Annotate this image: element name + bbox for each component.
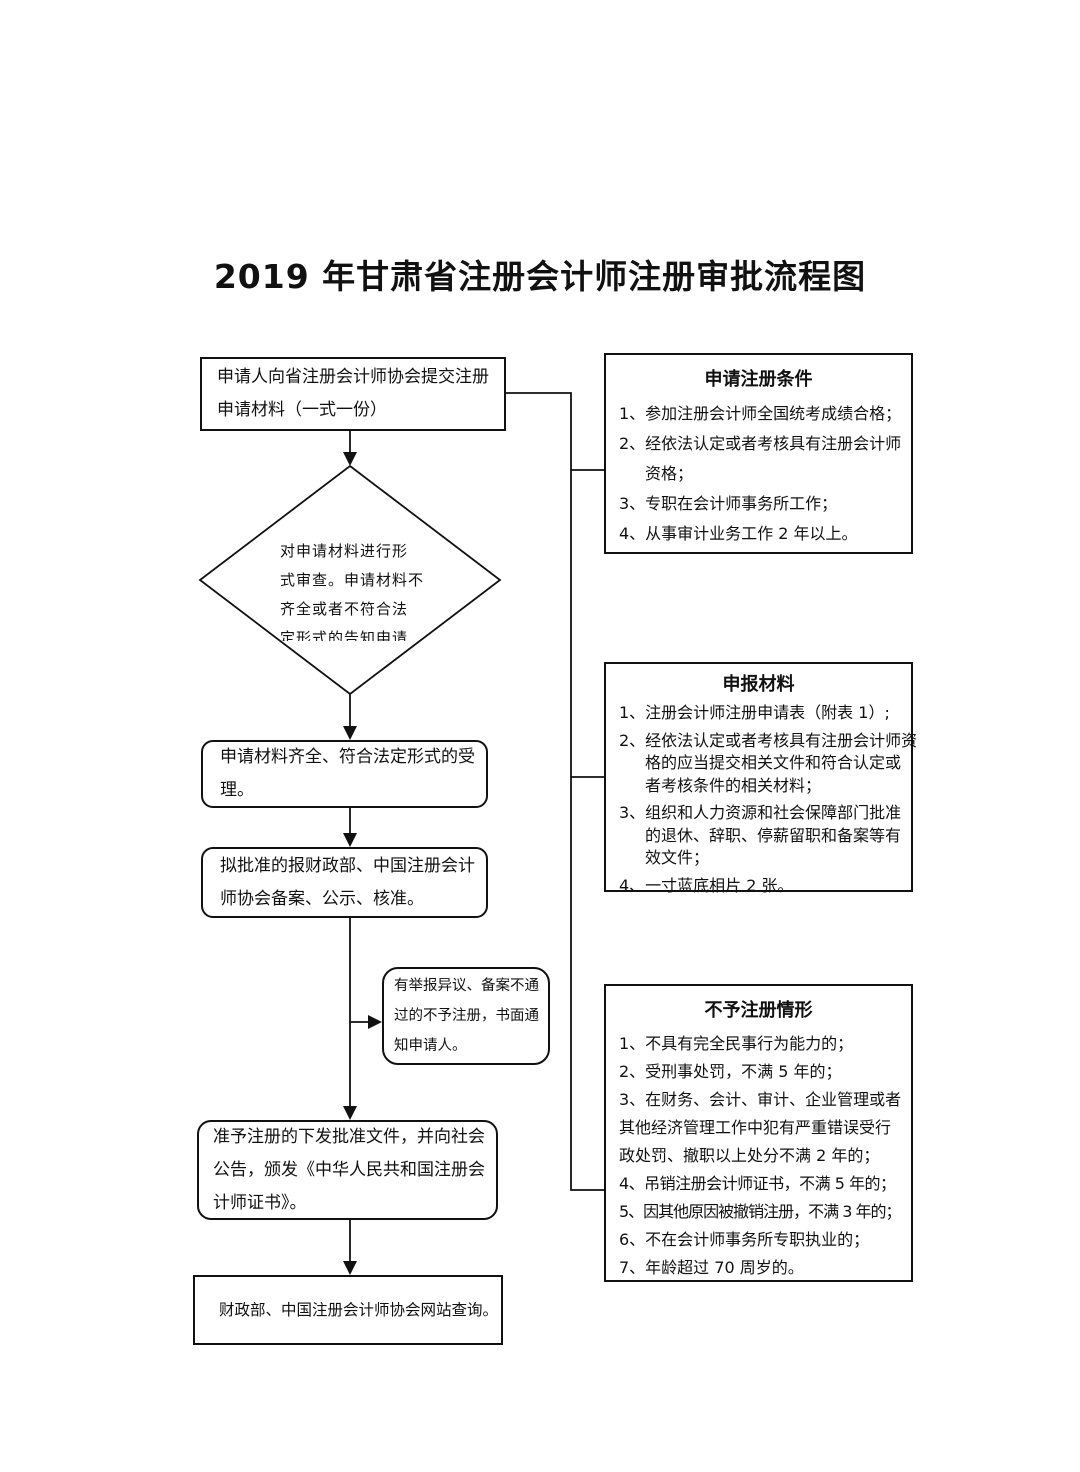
node-formal-review-text: 对申请材料进行形式审查。申请材料不齐全或者不符合法定形式的告知申请 xyxy=(280,542,425,641)
arrowhead-into-approve xyxy=(343,1106,357,1120)
node-objection-notice: 有举报异议、备案不通过的不予注册，书面通知申请人。 xyxy=(382,967,550,1065)
panel-denial-circumstances: 不予注册情形 1、不具有完全民事行为能力的；2、受刑事处罚，不满 5 年的；3、… xyxy=(604,984,913,1282)
node-approval-certificate: 准予注册的下发批准文件，并向社会公告，颁发《中华人民共和国注册会计师证书》。 xyxy=(197,1120,498,1220)
arrowhead-into-filing xyxy=(343,833,357,847)
panel-declaration-materials-title: 申报材料 xyxy=(722,674,795,695)
page-title: 2019 年甘肃省注册会计师注册审批流程图 xyxy=(213,257,867,296)
node-submit-application: 申请人向省注册会计师协会提交注册申请材料（一式一份） xyxy=(200,357,506,431)
node-filing-publicity: 拟批准的报财政部、中国注册会计师协会备案、公示、核准。 xyxy=(201,847,488,918)
arrowhead-into-accept xyxy=(343,726,357,740)
arrowhead-into-objection xyxy=(368,1015,382,1029)
panel-declaration-materials-items: 1、注册会计师注册申请表（附表 1）;2、经依法认定或者考核具有注册会计师资格的… xyxy=(619,703,918,895)
arrowhead-into-query xyxy=(343,1261,357,1275)
panel-registration-conditions: 申请注册条件 1、参加注册会计师全国统考成绩合格；2、经依法认定或者考核具有注册… xyxy=(604,353,913,554)
node-acceptance: 申请材料齐全、符合法定形式的受理。 xyxy=(201,740,488,808)
panel-registration-conditions-title: 申请注册条件 xyxy=(704,369,813,390)
node-website-query-text: 财政部、中国注册会计师协会网站查询。 xyxy=(219,1300,499,1319)
panel-denial-circumstances-title: 不予注册情形 xyxy=(704,1000,813,1021)
panel-declaration-materials: 申报材料 1、注册会计师注册申请表（附表 1）;2、经依法认定或者考核具有注册会… xyxy=(604,662,917,895)
panel-registration-conditions-items: 1、参加注册会计师全国统考成绩合格；2、经依法认定或者考核具有注册会计师资格；3… xyxy=(619,404,902,543)
arrowhead-into-review xyxy=(343,452,357,466)
connector-right-trunk xyxy=(506,392,604,1191)
node-website-query: 财政部、中国注册会计师协会网站查询。 xyxy=(193,1275,503,1345)
panel-denial-circumstances-items: 1、不具有完全民事行为能力的；2、受刑事处罚，不满 5 年的；3、在财务、会计、… xyxy=(619,1034,902,1277)
